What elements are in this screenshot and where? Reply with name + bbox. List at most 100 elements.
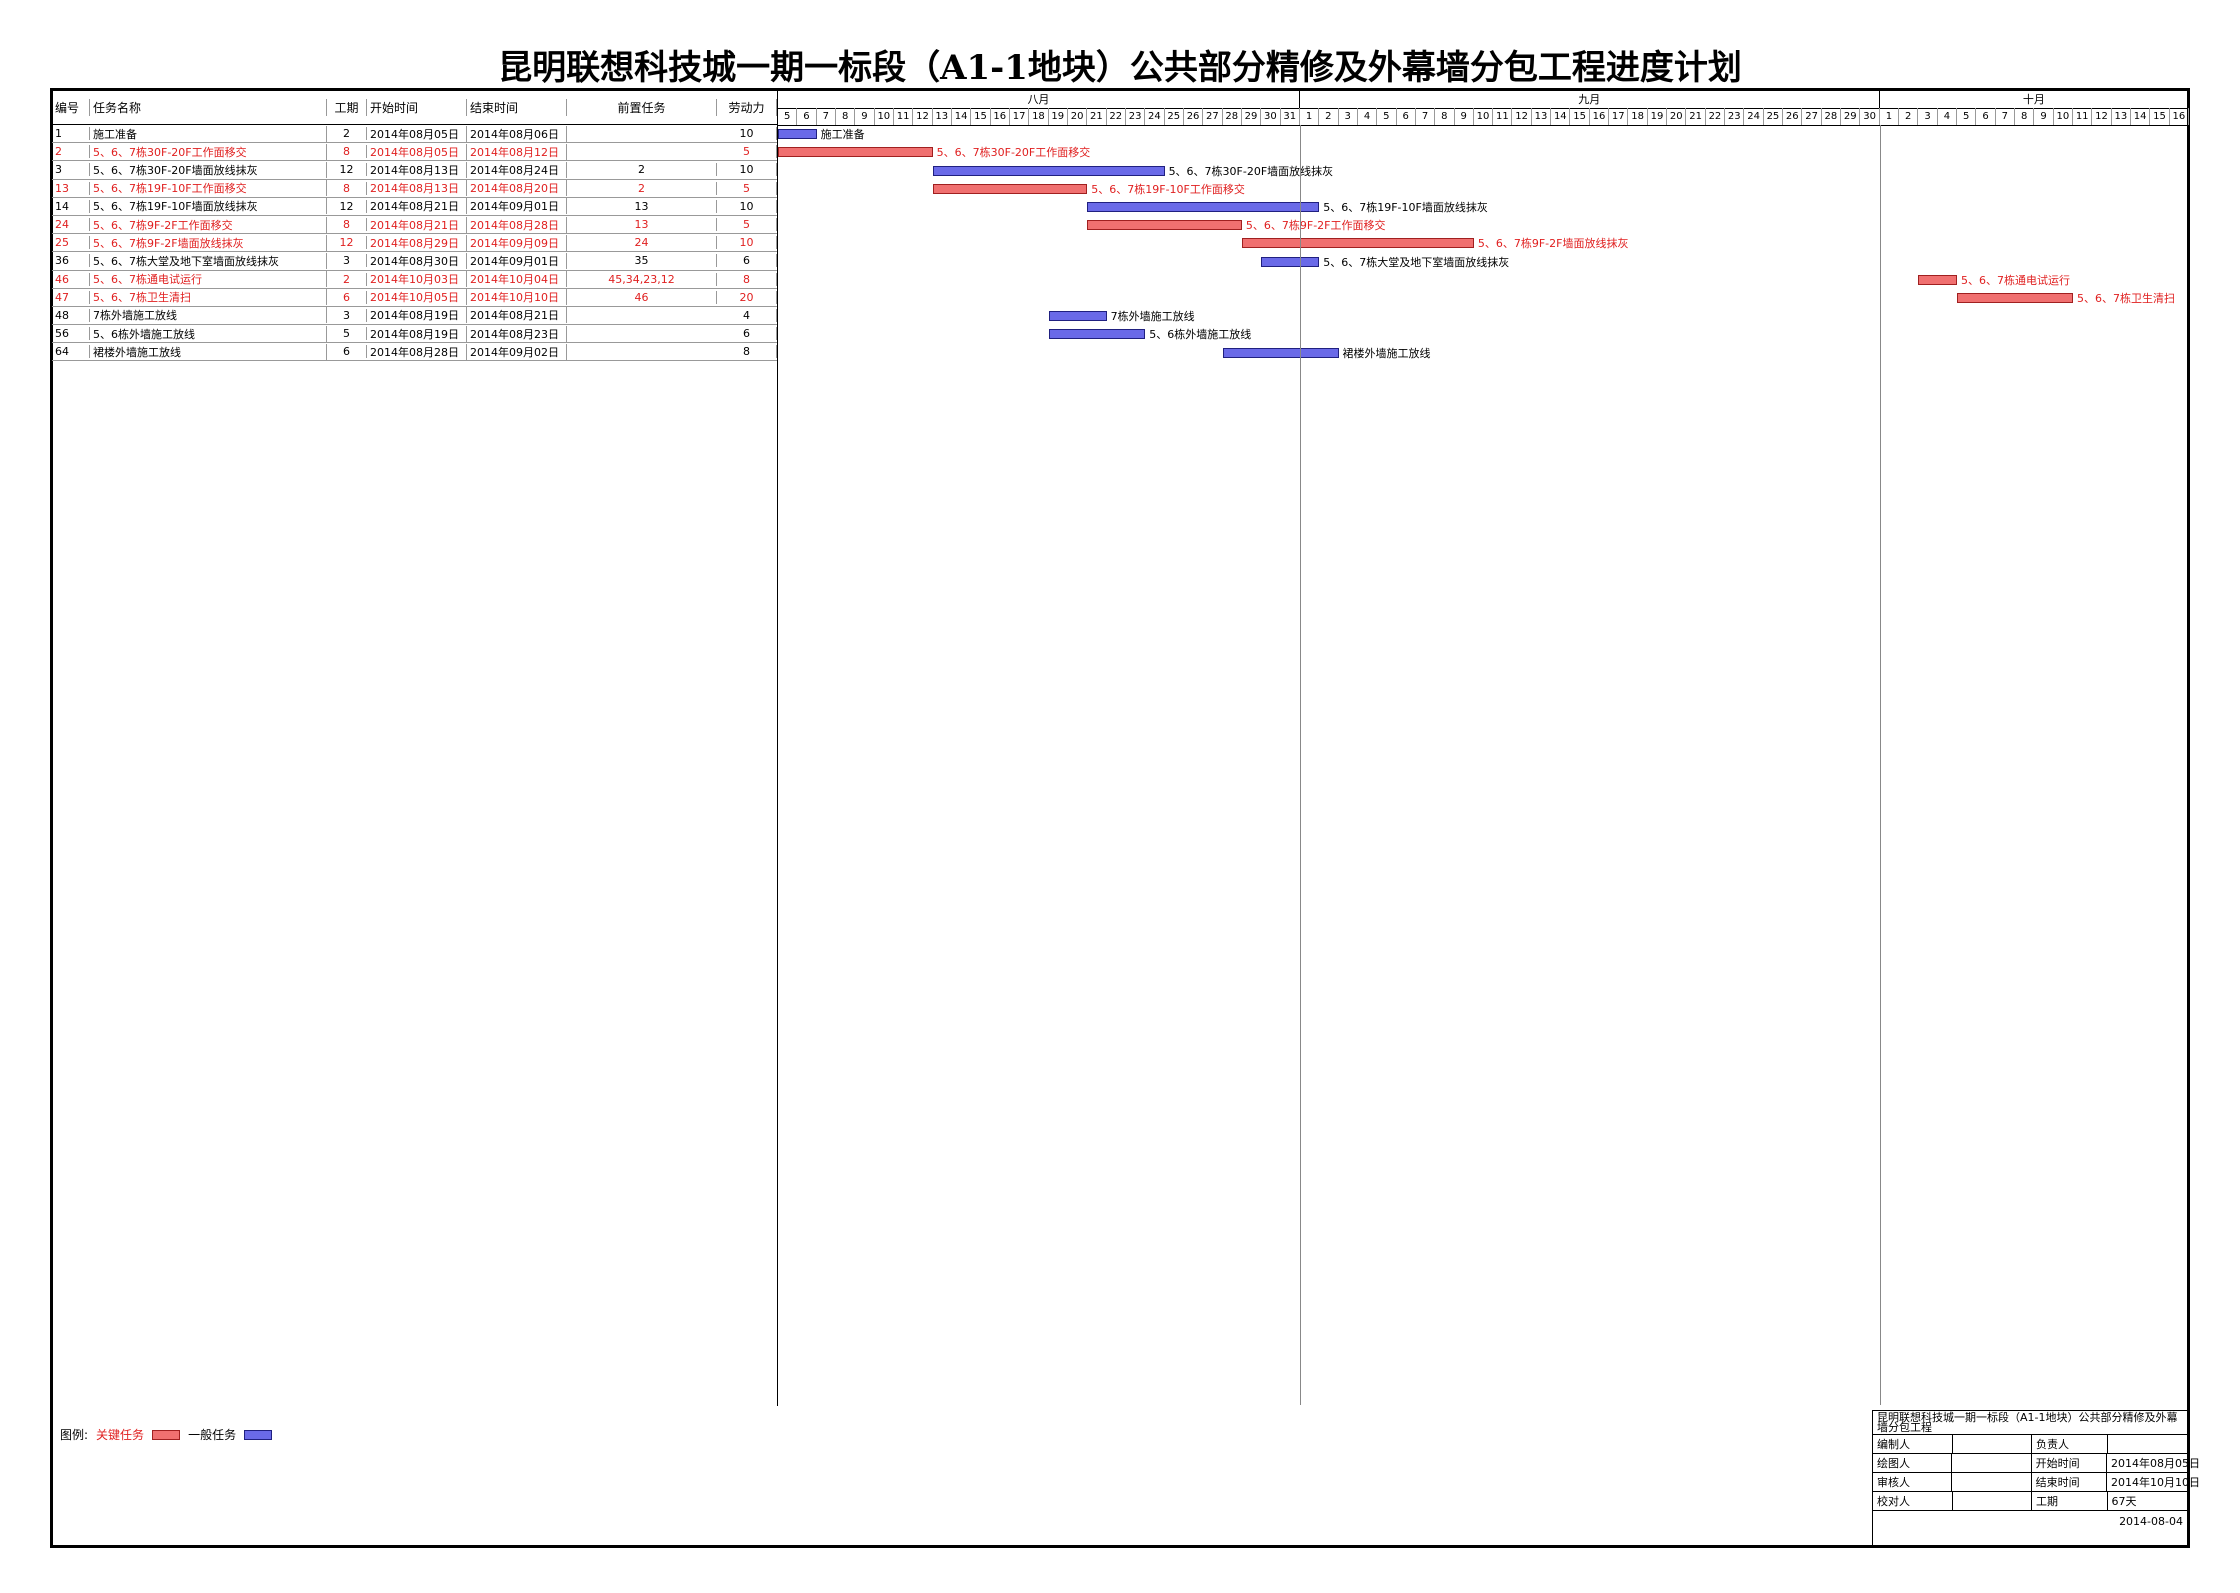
month-divider (1299, 125, 1301, 1405)
gantt-bar (1087, 220, 1242, 231)
day-tick: 18 (1628, 108, 1648, 125)
day-tick: 14 (2131, 108, 2151, 125)
legend-critical-swatch (152, 1429, 181, 1440)
signoff-v2: 2014年10月10日 (2111, 1476, 2201, 1489)
day-tick: 7 (817, 108, 836, 125)
header-labor: 劳动力 (717, 99, 777, 116)
legend-normal-label: 一般任务 (188, 1428, 237, 1442)
day-tick: 13 (1532, 108, 1552, 125)
task-pred: 2 (567, 163, 717, 177)
task-labor: 8 (717, 345, 777, 359)
task-start: 2014年08月05日 (367, 143, 467, 160)
day-tick: 24 (1744, 108, 1764, 125)
day-tick: 15 (971, 108, 991, 125)
gantt-bar-label: 5、6、7栋30F-20F工作面移交 (936, 146, 1091, 160)
task-id: 24 (52, 218, 90, 232)
gantt-bar-label: 施工准备 (820, 128, 865, 142)
gantt-bar (1087, 201, 1320, 212)
signoff-date: 2014-08-04 (2119, 1515, 2183, 1528)
task-duration: 8 (327, 145, 367, 159)
header-duration: 工期 (327, 99, 367, 116)
task-start: 2014年08月13日 (367, 161, 467, 178)
task-labor: 6 (717, 254, 777, 268)
day-tick: 11 (1493, 108, 1513, 125)
day-tick: 21 (1686, 108, 1706, 125)
task-start: 2014年10月05日 (367, 289, 467, 306)
day-tick: 8 (836, 108, 856, 125)
task-labor: 20 (717, 290, 777, 304)
day-tick: 25 (1764, 108, 1784, 125)
gantt-bar (1261, 256, 1320, 267)
task-labor: 5 (717, 145, 777, 159)
task-duration: 5 (327, 327, 367, 341)
signoff-v (1953, 1435, 2032, 1453)
gantt-bar (1241, 238, 1474, 249)
gantt-bar (932, 183, 1088, 194)
day-tick: 28 (1822, 108, 1842, 125)
gantt-bar (778, 129, 817, 140)
task-end: 2014年09月01日 (467, 198, 567, 215)
task-pred: 24 (567, 236, 717, 250)
task-id: 36 (52, 254, 90, 268)
month-divider (1879, 125, 1881, 1405)
day-tick: 22 (1107, 108, 1126, 125)
task-pred: 13 (567, 218, 717, 232)
day-tick: 9 (855, 108, 875, 125)
day-tick: 24 (1145, 108, 1165, 125)
day-tick: 30 (1860, 108, 1880, 125)
task-duration: 8 (327, 218, 367, 232)
task-end: 2014年09月09日 (467, 234, 567, 251)
signoff-v (1952, 1454, 2032, 1472)
task-labor: 10 (717, 199, 777, 213)
task-labor: 6 (717, 327, 777, 341)
task-name: 5、6、7栋9F-2F墙面放线抹灰 (90, 234, 327, 251)
gantt-bar-label: 5、6、7栋卫生清扫 (2077, 291, 2176, 305)
gantt-bar (1222, 347, 1339, 358)
month-row: 八月九月十月 (778, 91, 2189, 109)
signoff-k: 绘图人 (1873, 1454, 1953, 1472)
task-id: 25 (52, 236, 90, 250)
task-end: 2014年09月01日 (467, 252, 567, 269)
legend: 图例: 关键任务 一般任务 (60, 1426, 273, 1443)
task-start: 2014年08月05日 (367, 125, 467, 142)
task-pred: 2 (567, 181, 717, 195)
signoff-v (1953, 1492, 2032, 1510)
task-end: 2014年08月21日 (467, 307, 567, 324)
day-tick: 17 (1010, 108, 1030, 125)
day-tick: 5 (1377, 108, 1397, 125)
task-duration: 8 (327, 181, 367, 195)
day-tick: 6 (1397, 108, 1416, 125)
task-id: 13 (52, 181, 90, 195)
task-id: 46 (52, 272, 90, 286)
task-name: 5、6、7栋30F-20F工作面移交 (90, 143, 327, 160)
task-start: 2014年08月19日 (367, 325, 467, 342)
task-pred: 35 (567, 254, 717, 268)
task-end: 2014年09月02日 (467, 343, 567, 360)
task-end: 2014年10月04日 (467, 271, 567, 288)
month-label: 九月 (1300, 91, 1880, 108)
day-tick: 6 (797, 108, 817, 125)
day-tick: 12 (2092, 108, 2112, 125)
task-duration: 12 (327, 236, 367, 250)
day-tick: 2 (1899, 108, 1919, 125)
day-tick: 8 (1435, 108, 1455, 125)
gantt-bar (932, 165, 1165, 176)
month-label: 八月 (778, 91, 1300, 108)
task-name: 5、6、7栋19F-10F工作面移交 (90, 180, 327, 197)
task-start: 2014年08月30日 (367, 252, 467, 269)
task-id: 2 (52, 145, 90, 159)
task-duration: 12 (327, 163, 367, 177)
task-start: 2014年10月03日 (367, 271, 467, 288)
day-tick: 27 (1203, 108, 1223, 125)
day-tick: 28 (1223, 108, 1242, 125)
